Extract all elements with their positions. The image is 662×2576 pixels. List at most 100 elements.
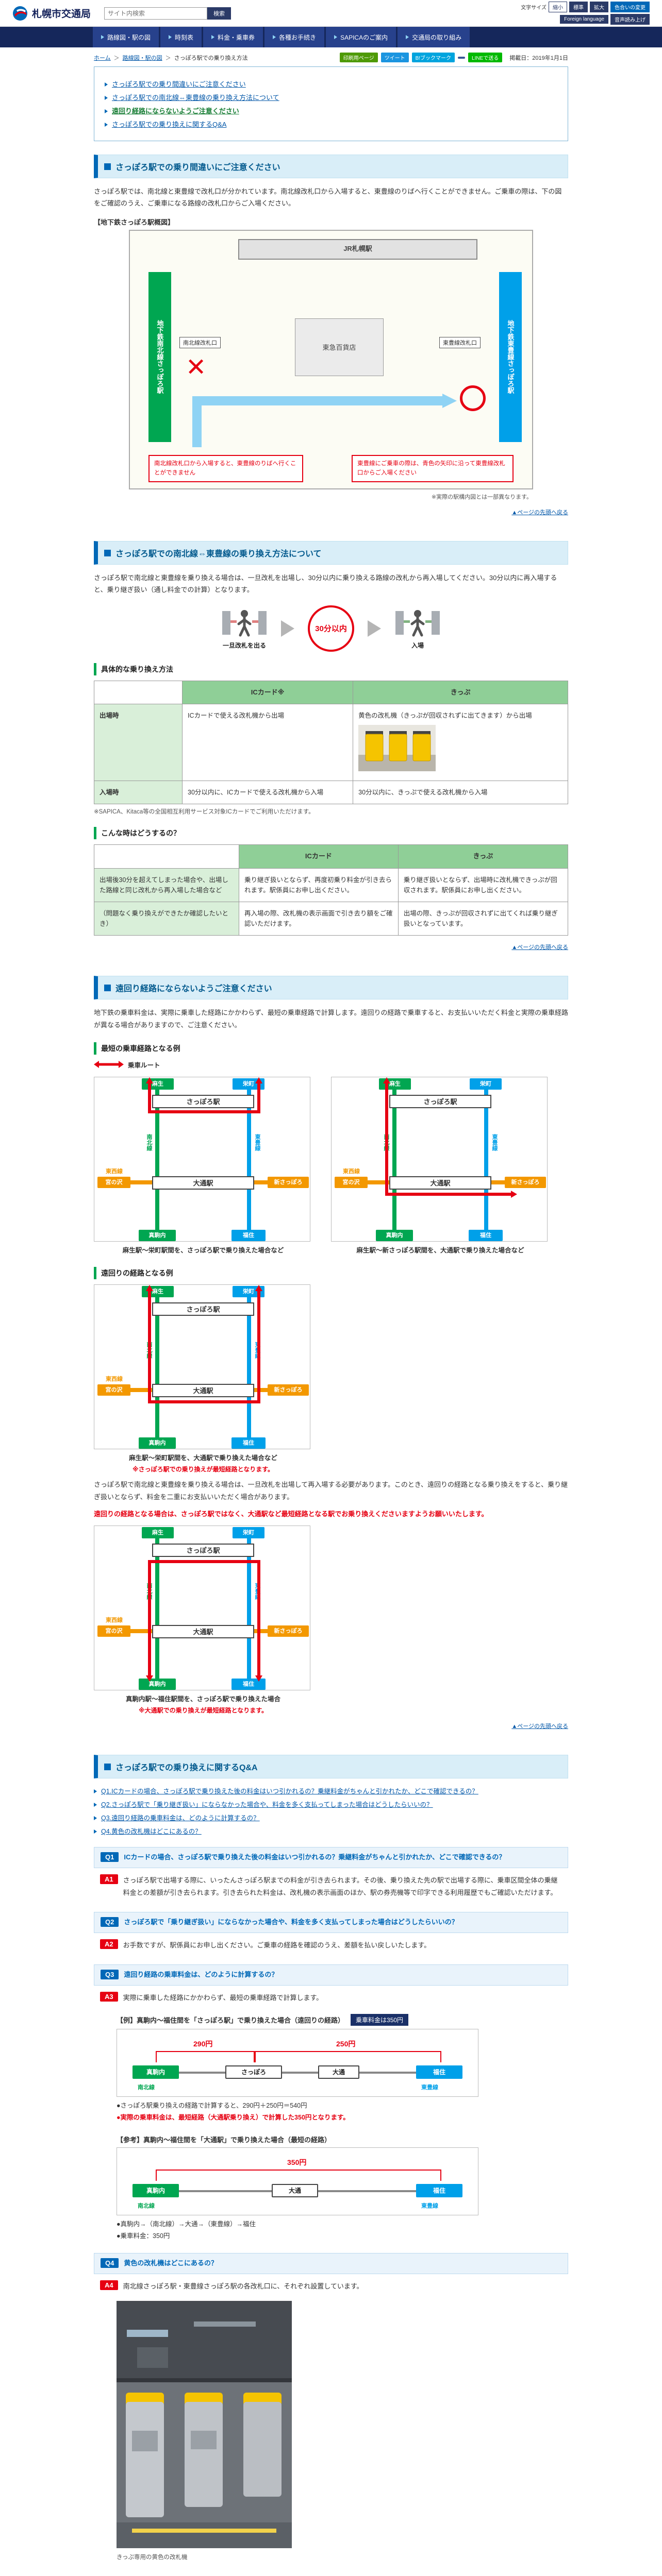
route-path: [148, 1291, 151, 1402]
q-badge: Q4: [101, 2258, 119, 2268]
back-to-top: ▲ページの先頭へ戻る: [94, 508, 568, 516]
table-row: 出場後30分を超えてしまった場合や、出場した路線と同じ改札から再入場した場合など…: [94, 868, 569, 903]
table-row: 入場時 30分以内に、ICカードで使える改札機から入場 30分以内に、きっぷで使…: [94, 781, 568, 805]
toho-line-segment: [484, 1085, 488, 1234]
fare-station-fukuzumi: 福住: [416, 2065, 462, 2079]
what-if-table: ICカード きっぷ 出場後30分を超えてしまった場合や、出場した路線と同じ改札か…: [94, 844, 569, 936]
toc-link-detour[interactable]: 遠回り経路にならないようご注意ください: [112, 107, 239, 115]
line-badge[interactable]: LINEで送る: [468, 53, 503, 62]
station-chip-shinsapporo: 新さっぽろ: [505, 1176, 546, 1188]
qa-block-3: Q3 遠回り経路の乗車料金は、どのように計算するの？ A3 実際に乗車した経路に…: [94, 1964, 568, 2242]
fare-station-makomanai: 真駒内: [133, 2184, 179, 2198]
route-diagram-asabu-sakaemachi-via-odori: さっぽろ駅 大通駅 麻生 栄町 真駒内 福住 宮の沢 新さっぽろ 南北線 東豊線…: [94, 1284, 310, 1449]
a-badge: A3: [100, 1991, 118, 2002]
toc-link-wrong-gate[interactable]: さっぽろ駅での乗り間違いにご注意ください: [112, 80, 246, 88]
transfer-method-table: ICカード※ きっぷ 出場時 ICカードで使える改札機から出場 黄色の改札機（き…: [94, 680, 568, 805]
tweet-badge[interactable]: ツイート: [380, 53, 409, 62]
station-box-sapporo: さっぽろ駅: [152, 1543, 254, 1557]
search-button[interactable]: 検索: [207, 7, 231, 20]
detour-paragraph-2: 遠回りの経路となる場合は、さっぽろ駅ではなく、大通駅など最短経路となる駅でお乗り…: [94, 1510, 488, 1518]
question-bar: Q1 ICカードの場合、さっぽろ駅で乗り換えた後の料金はいつ引かれるの？乗継料金…: [94, 1847, 568, 1869]
transfer-pictogram: 一旦改札を出る 30分以内 入場: [94, 605, 568, 652]
qa-link-q2[interactable]: Q2.さっぽろ駅で「乗り継ぎ扱い」にならなかった場合や、料金を多く支払ってしまっ…: [101, 1801, 433, 1809]
detour-example-row: さっぽろ駅 大通駅 麻生 栄町 真駒内 福住 宮の沢 新さっぽろ 南北線 東豊線…: [94, 1284, 568, 1474]
qa-link-q4[interactable]: Q4.黄色の改札機はどこにあるの？: [101, 1828, 202, 1836]
route-arrowhead: [255, 1284, 262, 1291]
color-change-button[interactable]: 色合いの変更: [610, 2, 650, 12]
toc-link-transfer-method[interactable]: さっぽろ駅での南北線⇔東豊線の乗り換え方法について: [112, 94, 279, 101]
cell-enter-ic: 30分以内に、ICカードで使える改札機から入場: [181, 781, 354, 805]
diagram3-note: ※さっぽろ駅での乗り換えが最短経路となります。: [132, 1466, 274, 1473]
station-box-odori: 大通駅: [152, 1624, 254, 1638]
font-size-controls: 文字サイズ 縮小 標準 拡大 色合いの変更: [521, 2, 650, 12]
col-ic-card: ICカード: [239, 844, 399, 869]
route-path: [257, 1560, 260, 1676]
back-to-top-link[interactable]: ▲ページの先頭へ戻る: [511, 944, 568, 951]
qa-link-q3[interactable]: Q3.遠回り経路の乗車料金は、どのように計算するの？: [101, 1815, 260, 1822]
namboku-line-segment: [155, 1293, 159, 1442]
nav-tab-sapica[interactable]: SAPICAのご案内: [326, 27, 397, 47]
namboku-line-segment: [155, 1534, 159, 1683]
back-to-top-link[interactable]: ▲ページの先頭へ戻る: [511, 509, 568, 516]
station-chip-makomanai: 真駒内: [139, 1678, 176, 1690]
route-diagram-makomanai-fukuzumi: さっぽろ駅 大通駅 麻生 栄町 真駒内 福住 宮の沢 新さっぽろ 南北線 東豊線…: [94, 1525, 310, 1690]
nav-tab-fares[interactable]: 料金・乗車券: [203, 27, 264, 47]
detour-route-subtitle: 遠回りの経路となる例: [94, 1266, 568, 1279]
nav-tab-procedures[interactable]: 各種お手続き: [264, 27, 325, 47]
breadcrumb: ホーム路線図・駅の図さっぽろ駅での乗り換え方法: [94, 54, 248, 62]
print-badge[interactable]: 印刷用ページ: [339, 53, 378, 62]
prohibited-x-mark: ✕: [186, 353, 207, 381]
section1-intro: さっぽろ駅では、南北線と東豊線で改札口が分かれています。南北線改札口から入場する…: [94, 188, 562, 208]
font-large-button[interactable]: 拡大: [590, 2, 608, 12]
back-to-top-link[interactable]: ▲ページの先頭へ戻る: [511, 1723, 568, 1730]
fare-note-1: ●さっぽろ駅乗り換えの経路で計算すると、290円＋250円＝540円: [117, 2102, 307, 2110]
tozai-line-label: 東西線: [106, 1617, 123, 1623]
route-legend: 乗車ルート: [94, 1060, 568, 1070]
qa-link-q1[interactable]: Q1.ICカードの場合、さっぽろ駅で乗り換えた後の料金はいつ引かれるの？乗継料金…: [101, 1788, 478, 1795]
toc-item: さっぽろ駅での乗り換えに関するQ&A: [105, 119, 557, 129]
voice-reading-button[interactable]: 音声読み上げ: [610, 14, 650, 25]
station-box-sapporo: さっぽろ駅: [152, 1094, 254, 1108]
facebook-share-badge[interactable]: [458, 56, 466, 59]
nav-tab-initiatives[interactable]: 交通局の取り組み: [398, 27, 471, 47]
route-legend-label: 乗車ルート: [128, 1061, 160, 1069]
breadcrumb-home[interactable]: ホーム: [94, 55, 111, 61]
section-qa: さっぽろ駅での乗り換えに関するQ&A Q1.ICカードの場合、さっぽろ駅で乗り換…: [94, 1755, 568, 2561]
search-input[interactable]: [104, 7, 208, 20]
font-normal-button[interactable]: 標準: [569, 2, 588, 12]
qa-link-item: Q1.ICカードの場合、さっぽろ駅で乗り換えた後の料金はいつ引かれるの？乗継料金…: [94, 1786, 568, 1795]
route-path: [148, 1110, 260, 1113]
yellow-gate-photo-wrap: きっぷ専用の黄色の改札機: [117, 2300, 568, 2561]
namboku-gate-label: 南北線改札口: [179, 336, 221, 348]
fare-example-title: 【例】真駒内～福住間を「さっぽろ駅」で乗り換えた場合（遠回りの経路）: [117, 2016, 345, 2025]
toc-link-qa[interactable]: さっぽろ駅での乗り換えに関するQ&A: [112, 121, 227, 128]
font-small-button[interactable]: 縮小: [549, 2, 567, 12]
time-limit-badge: 30分以内: [308, 605, 354, 652]
qa-link-item: Q2.さっぽろ駅で「乗り継ぎ扱い」にならなかった場合や、料金を多く支払ってしまっ…: [94, 1799, 568, 1809]
hatena-badge[interactable]: B!ブックマーク: [411, 53, 455, 62]
tozai-line-label: 東西線: [343, 1168, 360, 1175]
section4-title: さっぽろ駅での乗り換えに関するQ&A: [94, 1755, 568, 1779]
qa-link-item: Q3.遠回り経路の乗車料金は、どのように計算するの？: [94, 1812, 568, 1822]
nav-tab-route-map[interactable]: 路線図・駅の図: [93, 27, 160, 47]
site-logo[interactable]: 札幌市交通局: [12, 6, 91, 21]
station-box-odori: 大通駅: [152, 1176, 254, 1190]
question-text: ICカードの場合、さっぽろ駅で乗り換えた後の料金はいつ引かれるの？乗継料金がちゃ…: [124, 1853, 506, 1861]
station-chip-shinsapporo: 新さっぽろ: [268, 1625, 309, 1637]
q-badge: Q2: [101, 1917, 119, 1927]
namboku-line-label: 南北線: [146, 1133, 152, 1151]
site-search: 検索: [104, 7, 231, 20]
qa-block-2: Q2 さっぽろ駅で「乗り継ぎ扱い」にならなかった場合や、料金を多く支払ってしまっ…: [94, 1911, 568, 1953]
ic-card-note: ※SAPICA、Kitaca等の全国相互利用サービス対象ICカードでご利用いただ…: [94, 809, 315, 816]
nav-tab-timetable[interactable]: 時刻表: [160, 27, 203, 47]
station-box-odori: 大通駅: [389, 1176, 491, 1190]
shortest-route-subtitle: 最短の乗車経路となる例: [94, 1042, 568, 1055]
foreign-language-button[interactable]: Foreign language: [560, 15, 608, 24]
station-chip-shinsapporo: 新さっぽろ: [268, 1384, 309, 1396]
station-box-sapporo: さっぽろ駅: [152, 1302, 254, 1316]
breadcrumb-route-map[interactable]: 路線図・駅の図: [111, 55, 162, 61]
toc-item: 遠回り経路にならないようご注意ください: [105, 106, 557, 115]
route-path: [148, 1560, 260, 1563]
detour-paragraph-1: さっぽろ駅で南北線と東豊線を乗り換える場合は、一旦改札を出場して再入場する必要が…: [94, 1481, 568, 1501]
